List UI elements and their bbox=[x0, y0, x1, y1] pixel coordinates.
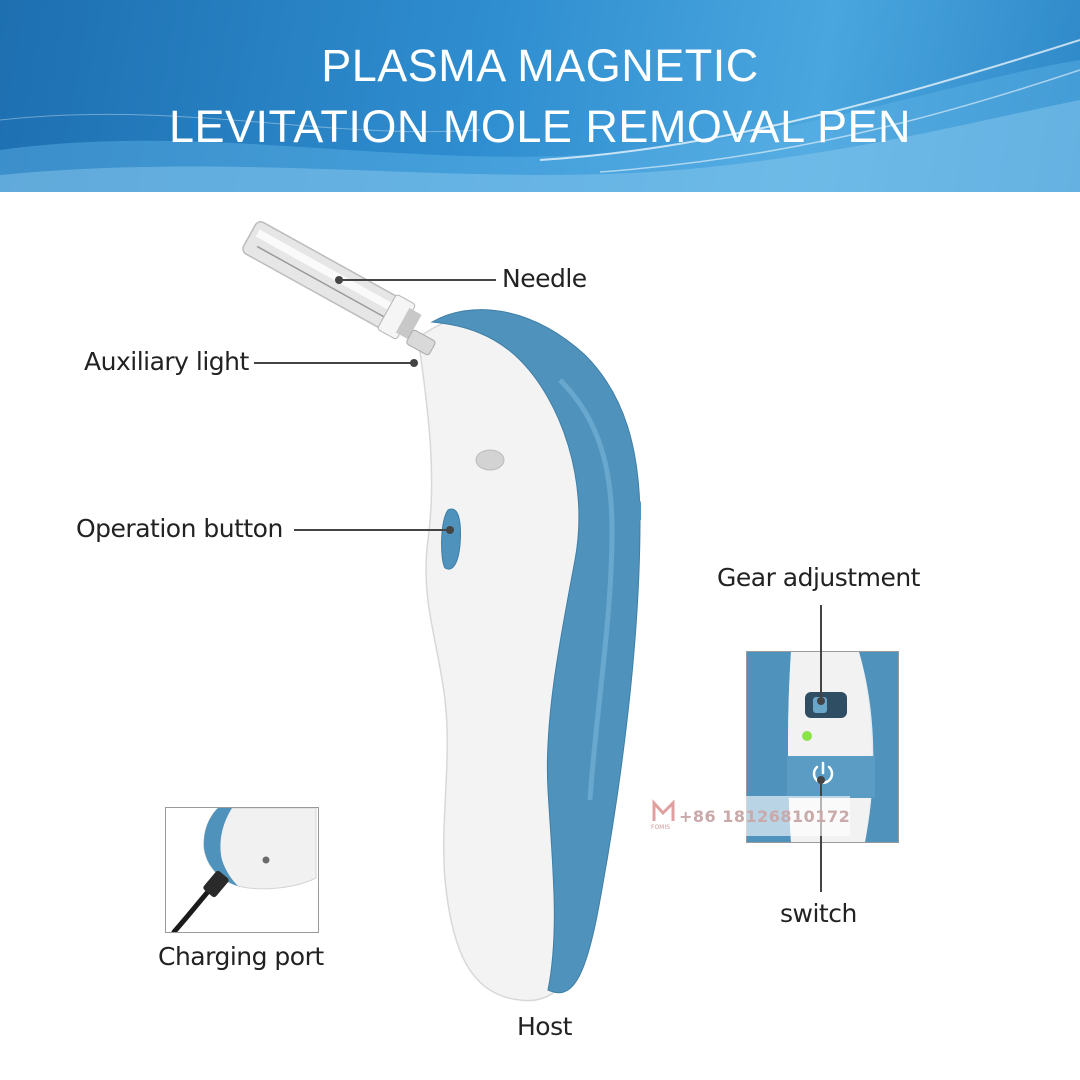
needle-label: Needle bbox=[502, 264, 587, 293]
host-label: Host bbox=[517, 1012, 572, 1041]
switch-pointer-dot bbox=[817, 776, 825, 784]
charging-port-inset bbox=[165, 807, 319, 933]
gear-adjustment-leader-line bbox=[820, 605, 822, 699]
phone-watermark: FOMIS +86 18126810172 bbox=[651, 796, 851, 836]
switch-leader-line bbox=[820, 782, 822, 892]
gear-switch-inset bbox=[746, 651, 899, 843]
operation-button-label: Operation button bbox=[76, 514, 283, 543]
auxiliary-light-leader-line bbox=[254, 362, 414, 364]
needle-leader-line bbox=[339, 279, 496, 281]
auxiliary-light-label: Auxiliary light bbox=[84, 347, 249, 376]
gear-adjustment-label: Gear adjustment bbox=[717, 563, 921, 592]
header-banner: PLASMA MAGNETIC LEVITATION MOLE REMOVAL … bbox=[0, 0, 1080, 192]
needle-cap bbox=[242, 221, 422, 340]
charging-port-closeup bbox=[166, 808, 318, 932]
auxiliary-light-pointer-dot bbox=[410, 359, 418, 367]
power-icon[interactable] bbox=[808, 758, 838, 788]
gear-switch-closeup bbox=[747, 652, 898, 842]
fomis-logo-icon bbox=[652, 799, 675, 821]
watermark-logo-text: FOMIS bbox=[651, 824, 670, 831]
banner-wave-decoration bbox=[0, 39, 1080, 192]
switch-label: switch bbox=[780, 899, 857, 928]
charging-port-label: Charging port bbox=[158, 942, 324, 971]
gear-adjustment-pointer-dot bbox=[817, 697, 825, 705]
operation-button-leader-line bbox=[294, 529, 450, 531]
watermark-logo: FOMIS bbox=[651, 799, 677, 833]
banner-title-line-1: PLASMA MAGNETIC bbox=[321, 40, 759, 91]
banner-title-line-2: LEVITATION MOLE REMOVAL PEN bbox=[169, 101, 911, 152]
watermark-phone-number: +86 18126810172 bbox=[679, 806, 851, 826]
operation-button-pointer-dot bbox=[446, 526, 454, 534]
